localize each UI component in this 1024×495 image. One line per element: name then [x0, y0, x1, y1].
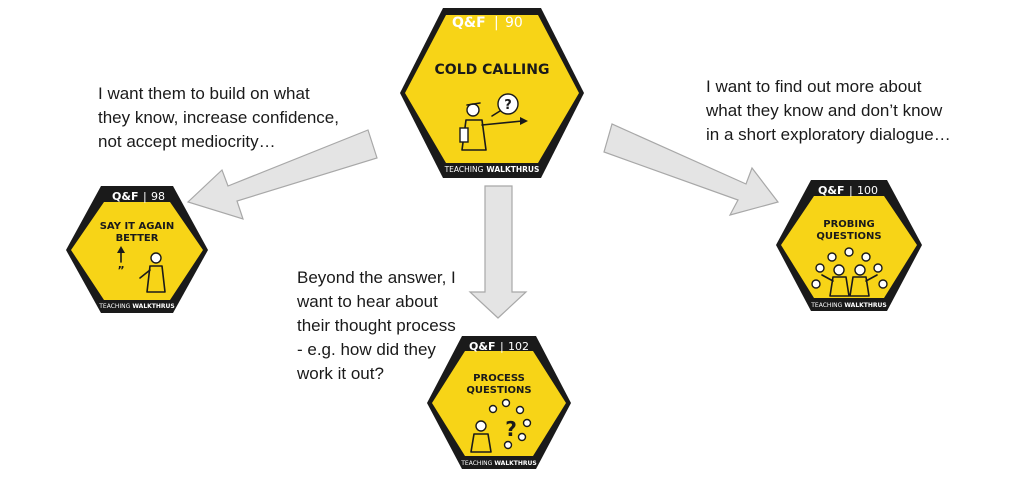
- student-thinking-icon: [470, 420, 492, 453]
- svg-text:?: ?: [504, 98, 512, 113]
- student-figure-icon: [139, 252, 166, 293]
- question-bubbles-icon: [811, 247, 888, 289]
- question-bubble-icon: ?: [491, 93, 519, 117]
- caption-line: I want them to build on what: [98, 84, 310, 103]
- card-title-line2: BETTER: [116, 233, 159, 244]
- svg-text:|: |: [500, 340, 504, 353]
- card-tag: Q&F: [452, 15, 486, 31]
- card-title: COLD CALLING: [435, 62, 550, 78]
- svg-text:|: |: [494, 15, 499, 31]
- card-tag: Q&F: [818, 184, 844, 197]
- card-footer-a: TEACHING: [810, 302, 842, 309]
- card-tag: Q&F: [469, 340, 495, 353]
- caption-build-on-knowledge: I want them to build on what they know, …: [98, 82, 339, 154]
- svg-text:”: ”: [117, 264, 124, 277]
- svg-text:|: |: [143, 190, 147, 203]
- arrow-to-probing-questions: [603, 123, 780, 216]
- caption-line: I want to find out more about: [706, 77, 922, 96]
- svg-text:?: ?: [505, 417, 517, 441]
- two-people-icon: [821, 264, 878, 297]
- svg-text:|: |: [849, 184, 853, 197]
- teacher-pointing-icon: [459, 102, 528, 151]
- caption-line: want to hear about: [297, 292, 438, 311]
- caption-line: work it out?: [297, 364, 384, 383]
- card-tag: Q&F: [112, 190, 138, 203]
- card-title-line1: PROCESS: [473, 373, 525, 384]
- caption-line: Beyond the answer, I: [297, 268, 456, 287]
- card-number: 102: [508, 340, 529, 353]
- card-number: 90: [505, 15, 523, 31]
- caption-line: their thought process: [297, 316, 456, 335]
- card-footer-a: TEACHING: [98, 303, 130, 310]
- card-number: 100: [857, 184, 878, 197]
- card-footer-b: WALKTHRUS: [844, 302, 886, 309]
- card-title-line2: QUESTIONS: [466, 385, 531, 396]
- caption-line: in a short exploratory dialogue…: [706, 125, 951, 144]
- caption-thought-process: Beyond the answer, I want to hear about …: [297, 266, 456, 386]
- card-title-line1: SAY IT AGAIN: [100, 221, 175, 232]
- card-footer-b: WALKTHRUS: [486, 165, 539, 174]
- caption-line: - e.g. how did they: [297, 340, 436, 359]
- caption-find-out-more: I want to find out more about what they …: [706, 75, 951, 147]
- card-footer-b: WALKTHRUS: [132, 303, 174, 310]
- caption-line: they know, increase confidence,: [98, 108, 339, 127]
- card-title-line1: PROBING: [823, 219, 874, 230]
- card-footer-a: TEACHING: [444, 165, 484, 174]
- speech-upgrade-icon: ”: [117, 246, 125, 277]
- arrow-to-process-questions: [468, 185, 528, 319]
- caption-line: not accept mediocrity…: [98, 132, 276, 151]
- arrow-to-say-it-again: [186, 129, 378, 220]
- card-number: 98: [151, 190, 165, 203]
- card-footer-b: WALKTHRUS: [494, 460, 536, 467]
- process-cycle-icon: ?: [488, 398, 532, 450]
- caption-line: what they know and don’t know: [706, 101, 943, 120]
- card-footer-a: TEACHING: [460, 460, 492, 467]
- card-title-line2: QUESTIONS: [816, 231, 881, 242]
